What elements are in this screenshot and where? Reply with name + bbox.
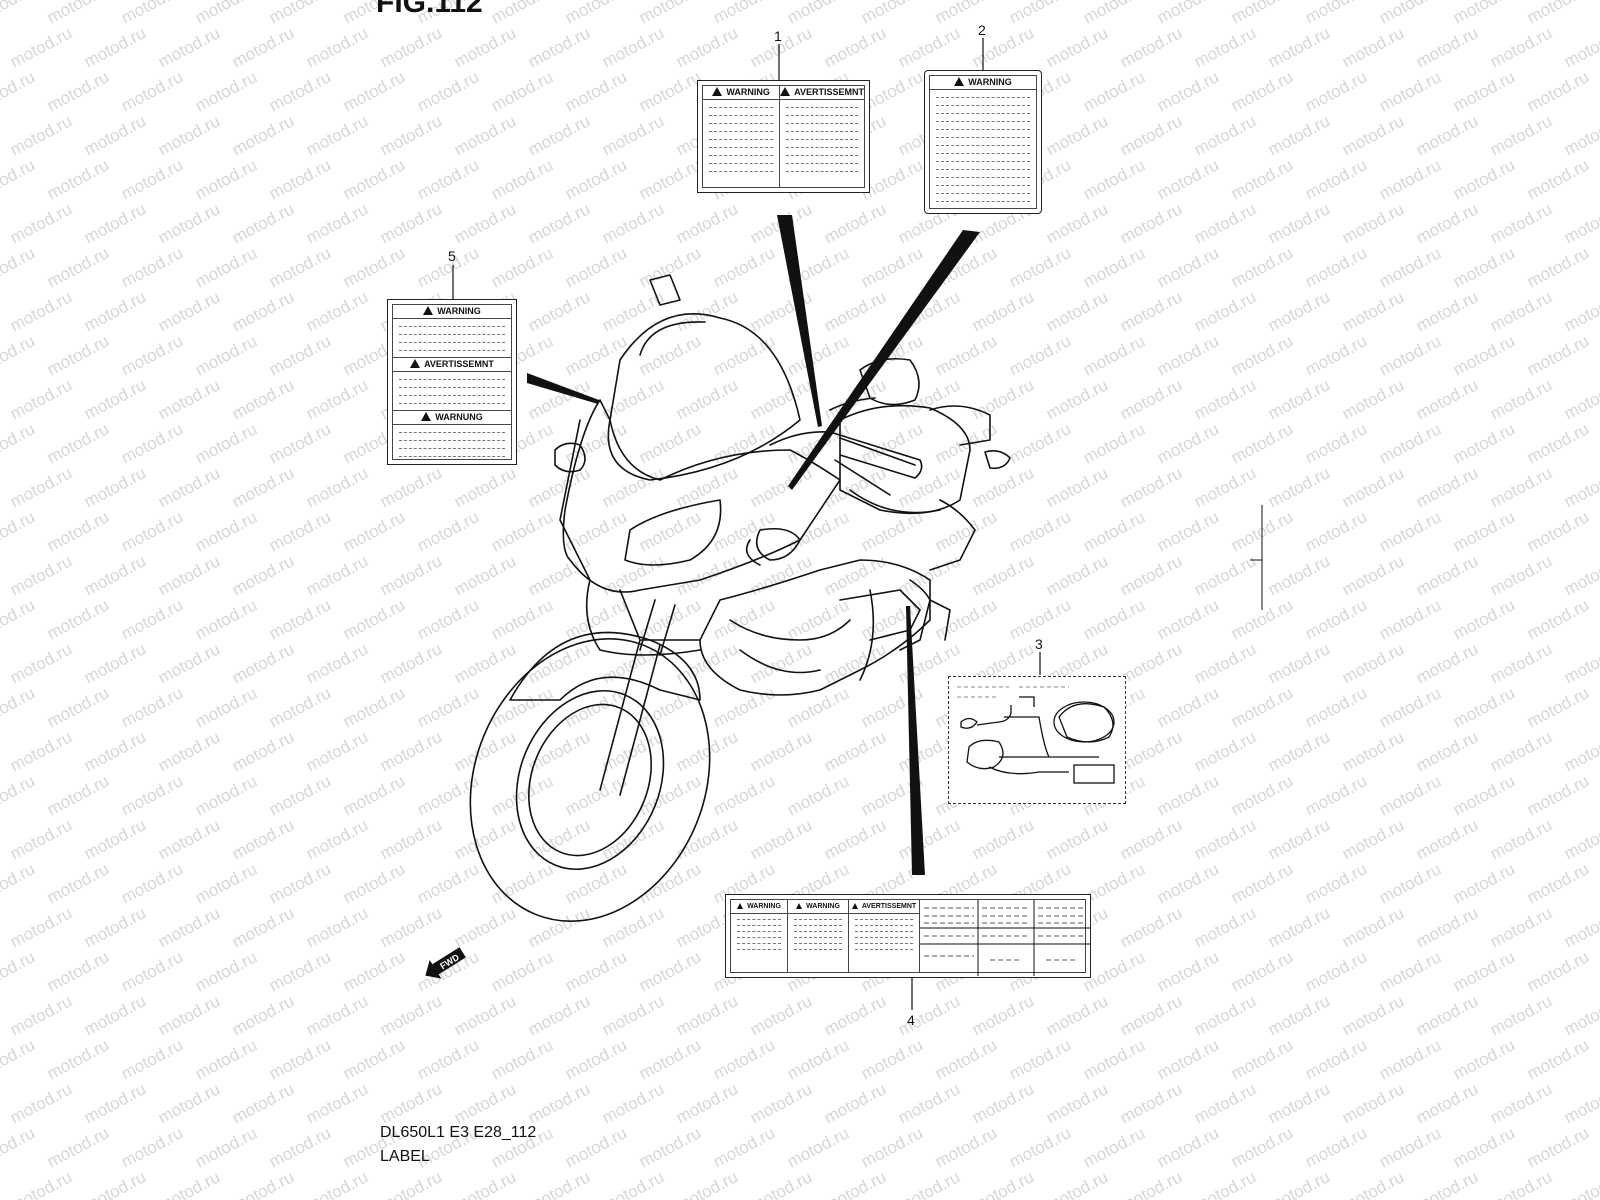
label-1-header-text: WARNING bbox=[726, 87, 770, 97]
label-1-col-warning: WARNING bbox=[703, 86, 781, 187]
label-4-header: WARNING bbox=[731, 900, 787, 914]
model-code: DL650L1 E3 E28_112 bbox=[380, 1124, 537, 1141]
callout-5: 5 bbox=[448, 248, 456, 264]
label-5-header-text: WARNUNG bbox=[435, 412, 483, 422]
figure-title: FIG.112 bbox=[376, 0, 483, 19]
warning-triangle-icon bbox=[421, 412, 432, 421]
warning-triangle-icon bbox=[737, 903, 744, 909]
warning-triangle-icon bbox=[954, 77, 965, 86]
label-5-header-text: AVERTISSEMNT bbox=[424, 359, 494, 369]
label-4-spec-table bbox=[920, 900, 1090, 976]
warning-triangle-icon bbox=[851, 903, 858, 909]
warning-triangle-icon bbox=[410, 359, 421, 368]
label-4-col-2: WARNING bbox=[788, 900, 849, 972]
warning-triangle-icon bbox=[712, 87, 723, 96]
callout-2: 2 bbox=[978, 22, 986, 38]
label-4: WARNING WARNING AVERTISSEMNT bbox=[725, 894, 1091, 978]
warning-triangle-icon bbox=[796, 903, 803, 909]
label-4-header-text: AVERTISSEMNT bbox=[861, 903, 917, 910]
figure-caption: LABEL bbox=[380, 1148, 430, 1165]
fwd-arrow-icon: FWD bbox=[425, 947, 466, 979]
label-4-header: AVERTISSEMNT bbox=[849, 900, 919, 914]
label-1-header: AVERTISSEMNT bbox=[780, 86, 864, 100]
label-2-header-text: WARNING bbox=[968, 77, 1012, 87]
label-4-col-1: WARNING bbox=[731, 900, 788, 972]
warning-triangle-icon bbox=[780, 87, 791, 96]
label-1-header-text: AVERTISSEMNT bbox=[794, 87, 864, 97]
label-4-header-text: WARNING bbox=[806, 903, 840, 910]
label-4-col-3: AVERTISSEMNT bbox=[849, 900, 920, 972]
label-1-col-avertissement: AVERTISSEMNT bbox=[780, 86, 864, 187]
label-5-header: WARNUNG bbox=[393, 410, 511, 425]
label-2: WARNING bbox=[924, 70, 1042, 214]
label-5: WARNING AVERTISSEMNT WARNUNG bbox=[387, 299, 517, 465]
hose-routing-diagram bbox=[957, 686, 1115, 784]
label-4-header: WARNING bbox=[788, 900, 848, 914]
label-5-header: AVERTISSEMNT bbox=[393, 357, 511, 372]
label-1-header: WARNING bbox=[703, 86, 780, 100]
callout-1: 1 bbox=[774, 28, 782, 44]
callout-4: 4 bbox=[907, 1012, 915, 1028]
callout-3: 3 bbox=[1035, 636, 1043, 652]
label-2-header: WARNING bbox=[930, 76, 1036, 90]
label-5-header: WARNING bbox=[393, 305, 511, 319]
label-4-header-text: WARNING bbox=[747, 903, 781, 910]
warning-triangle-icon bbox=[423, 306, 434, 315]
label-5-header-text: WARNING bbox=[437, 306, 481, 316]
label-3 bbox=[948, 676, 1126, 804]
label-1: WARNING AVERTISSEMNT bbox=[697, 80, 870, 193]
